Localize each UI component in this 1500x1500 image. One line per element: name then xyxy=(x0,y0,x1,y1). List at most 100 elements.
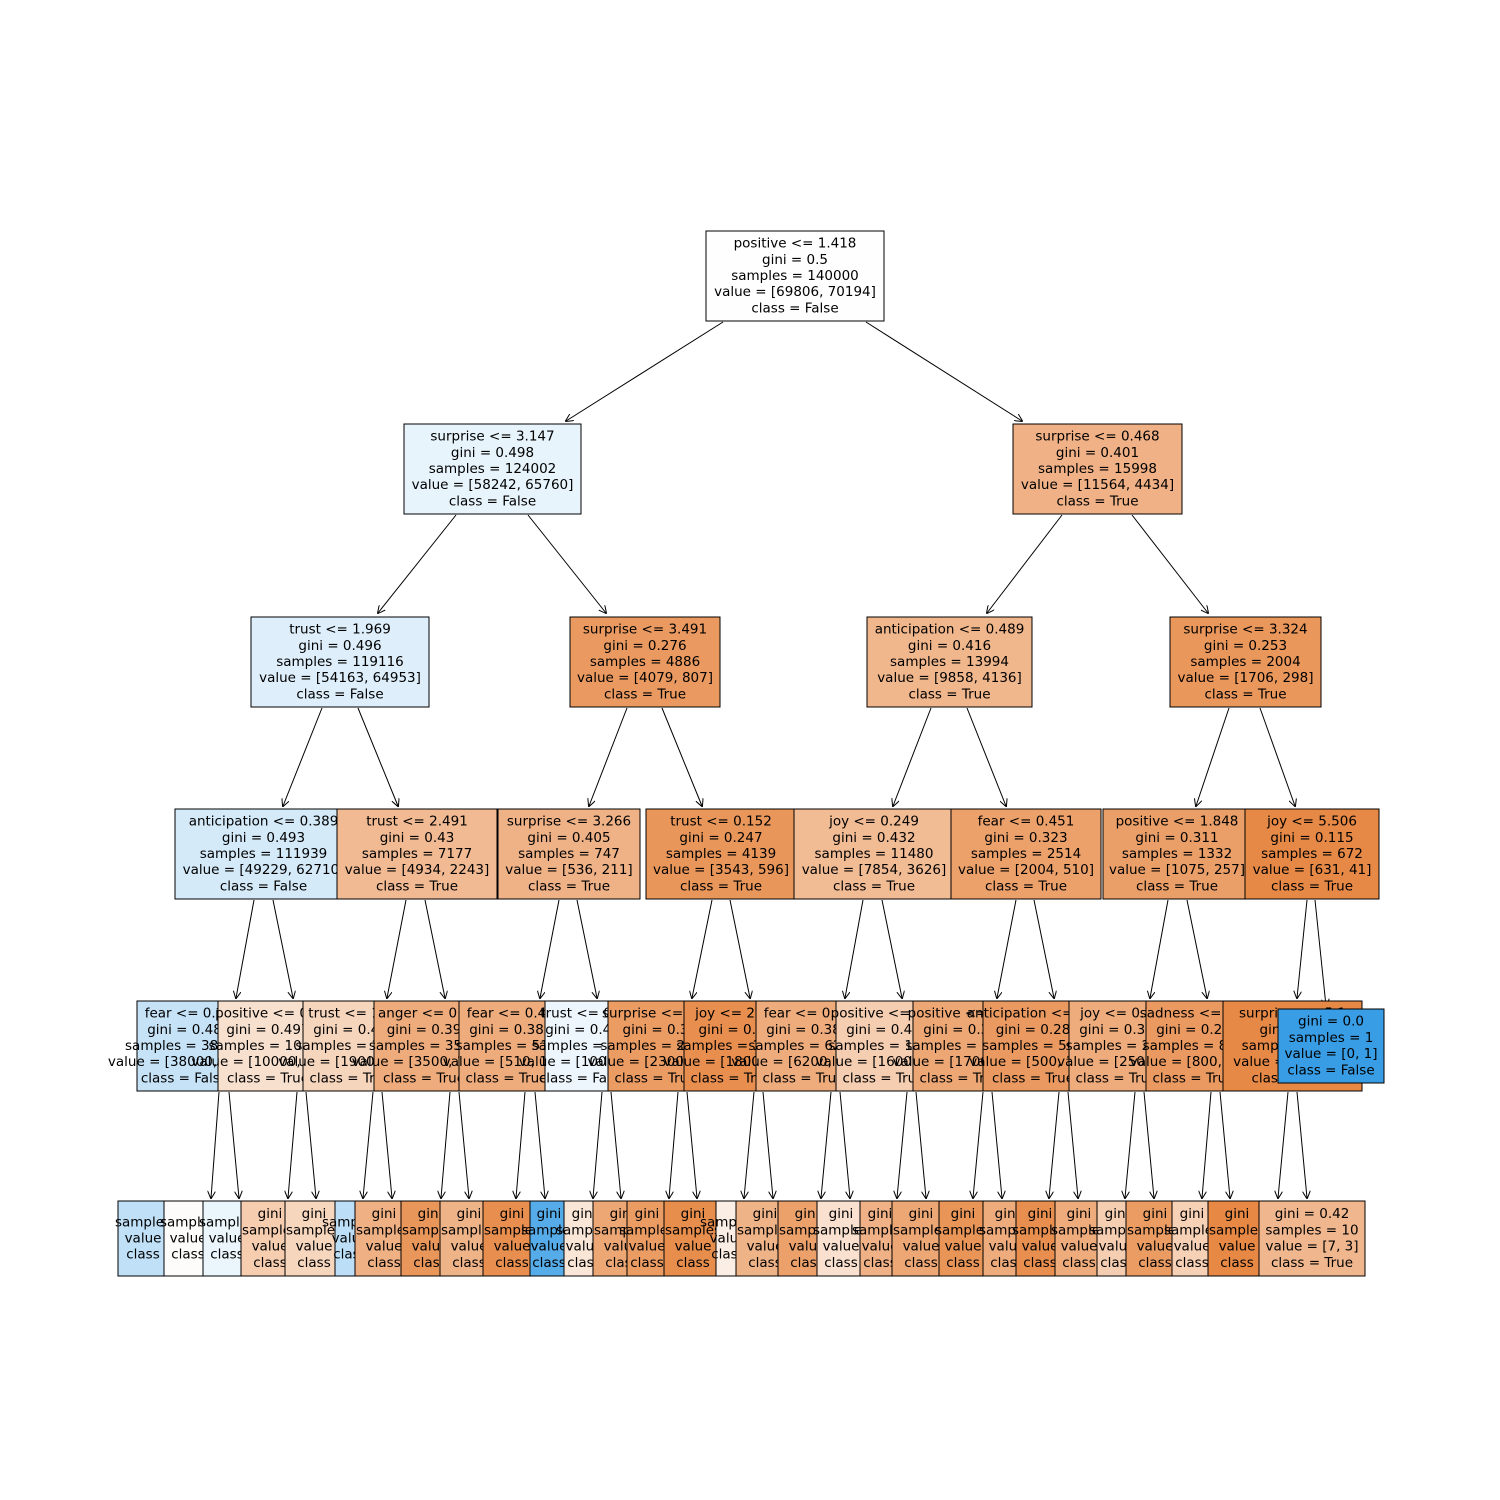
node-text-line: trust <= 0.3 xyxy=(540,1006,624,1022)
node-text-line: gini xyxy=(258,1206,283,1222)
node-text-line: class = True xyxy=(1271,1255,1353,1271)
tree-edge-n2-n10 xyxy=(1131,514,1208,613)
node-text-line: anticipation <= 1.2 xyxy=(967,1006,1099,1022)
node-text-line: gini = 0.38 xyxy=(766,1022,841,1038)
tree-edge-n27-l24 xyxy=(1125,1091,1136,1198)
node-text-line: class = True xyxy=(528,878,610,894)
tree-edge-n0-n2 xyxy=(865,321,1022,421)
node-text-line: samples xyxy=(115,1214,171,1230)
tree-edge-n12-n26 xyxy=(1033,899,1054,998)
tree-edge-n24-l18 xyxy=(897,1091,908,1198)
node-text-line: anticipation <= 0.489 xyxy=(875,622,1025,638)
node-text-line: gini xyxy=(635,1206,660,1222)
tree-edge-n22-l14 xyxy=(744,1091,755,1198)
tree-edge-n17-l4 xyxy=(363,1091,374,1198)
node-text-line: class = True xyxy=(842,1070,924,1086)
node-text-line: class xyxy=(863,1255,897,1271)
node-text-line: class xyxy=(824,1255,858,1271)
node-text-line: class xyxy=(990,1255,1024,1271)
node-text-line: fear <= 0.6 xyxy=(764,1006,844,1022)
node-text-line: joy <= 0.249 xyxy=(828,814,919,830)
node-text-line: gini = 0.0 xyxy=(1298,1014,1364,1030)
node-text-line: samples = 250 xyxy=(1066,1038,1168,1054)
node-text-line: gini = 0.2 xyxy=(699,1022,765,1038)
tree-edge-n10-n14 xyxy=(1259,707,1295,806)
tree-edge-n23-l17 xyxy=(839,1091,850,1198)
node-text-line: value xyxy=(209,1231,246,1247)
node-text-line: gini = 0.28 xyxy=(1156,1022,1231,1038)
node-box xyxy=(174,808,353,900)
node-text-line: samples = 1600 xyxy=(828,1038,938,1054)
node-text-line: gini xyxy=(302,1206,327,1222)
node-box xyxy=(755,1000,852,1092)
tree-edge-n28-l26 xyxy=(1202,1091,1212,1198)
node-text-line: surprise <= 3.147 xyxy=(430,429,554,445)
node-text-line: class = True xyxy=(383,1070,465,1086)
node-text-line: gini = 0.276 xyxy=(603,638,686,654)
node-text-line: class xyxy=(630,1255,664,1271)
node-text-line: surprise <= 4.2 xyxy=(602,1006,709,1022)
node-box xyxy=(866,616,1033,708)
tree-edge-n16-l3 xyxy=(305,1091,316,1198)
tree-edge-n14-n30 xyxy=(1314,899,1326,1006)
node-text-line: class = True xyxy=(614,1070,696,1086)
node-text-line: value = [54163, 64953] xyxy=(259,670,421,686)
node-text-line: gini = 0.498 xyxy=(451,445,534,461)
tree-edge-n26-l22 xyxy=(1049,1091,1060,1198)
tree-edge-n22-l15 xyxy=(762,1091,773,1198)
node-text-line: samples = 1 xyxy=(1289,1030,1374,1046)
node-text-line: value xyxy=(1022,1239,1059,1255)
node-text-line: gini = 0.115 xyxy=(1270,830,1353,846)
node-text-line: gini xyxy=(909,1206,934,1222)
node-text-line: class xyxy=(1023,1255,1057,1271)
node-text-line: value = [7, 3] xyxy=(1265,1239,1358,1255)
node-text-line: samples xyxy=(893,1222,949,1238)
node-text-line: samples = 1332 xyxy=(1122,846,1232,862)
node-text-line: value xyxy=(412,1239,449,1255)
node-text-line: class xyxy=(1138,1255,1172,1271)
node-text-line: value = [536, 211] xyxy=(505,862,632,878)
node-text-line: surprise <= 3.491 xyxy=(583,622,707,638)
node-text-line: samples xyxy=(160,1214,216,1230)
node-text-line: class xyxy=(367,1255,401,1271)
tree-edge-n1-n4 xyxy=(527,514,606,613)
tree-edge-n14-n29 xyxy=(1297,899,1308,998)
node-text-line: class = False xyxy=(539,1070,626,1086)
node-text-line: gini xyxy=(372,1206,397,1222)
node-text-line: gini = 0.3 xyxy=(623,1022,689,1038)
tree-edge-n5-n16 xyxy=(272,899,293,998)
node-text-line: joy <= 2.1 xyxy=(694,1006,768,1022)
node-text-line: class xyxy=(1220,1255,1254,1271)
node-text-line: class = True xyxy=(309,1070,391,1086)
node-text-line: gini xyxy=(951,1206,976,1222)
node-text-line: value xyxy=(451,1239,488,1255)
node-text-line: gini = 0.496 xyxy=(298,638,381,654)
tree-edge-n17-l5 xyxy=(381,1091,392,1198)
node-box xyxy=(1102,808,1252,900)
node-text-line: class xyxy=(210,1247,244,1263)
node-text-line: gini = 0.311 xyxy=(1135,830,1218,846)
node-text-line: class xyxy=(253,1255,287,1271)
node-text-line: value = [1075, 257] xyxy=(1109,862,1245,878)
node-text-line: gini = 0.43 xyxy=(380,830,455,846)
node-text-line: value = [4934, 2243] xyxy=(345,862,490,878)
tree-edge-n3-n5 xyxy=(283,707,323,806)
node-text-line: gini = 0.497 xyxy=(226,1022,309,1038)
node-text-line: class = True xyxy=(919,1070,1001,1086)
tree-edge-n29-l29 xyxy=(1296,1091,1307,1198)
node-text-line: samples xyxy=(1012,1222,1068,1238)
node-text-line: samples = 4139 xyxy=(666,846,776,862)
node-text-line: fear <= 0.2 xyxy=(145,1006,225,1022)
